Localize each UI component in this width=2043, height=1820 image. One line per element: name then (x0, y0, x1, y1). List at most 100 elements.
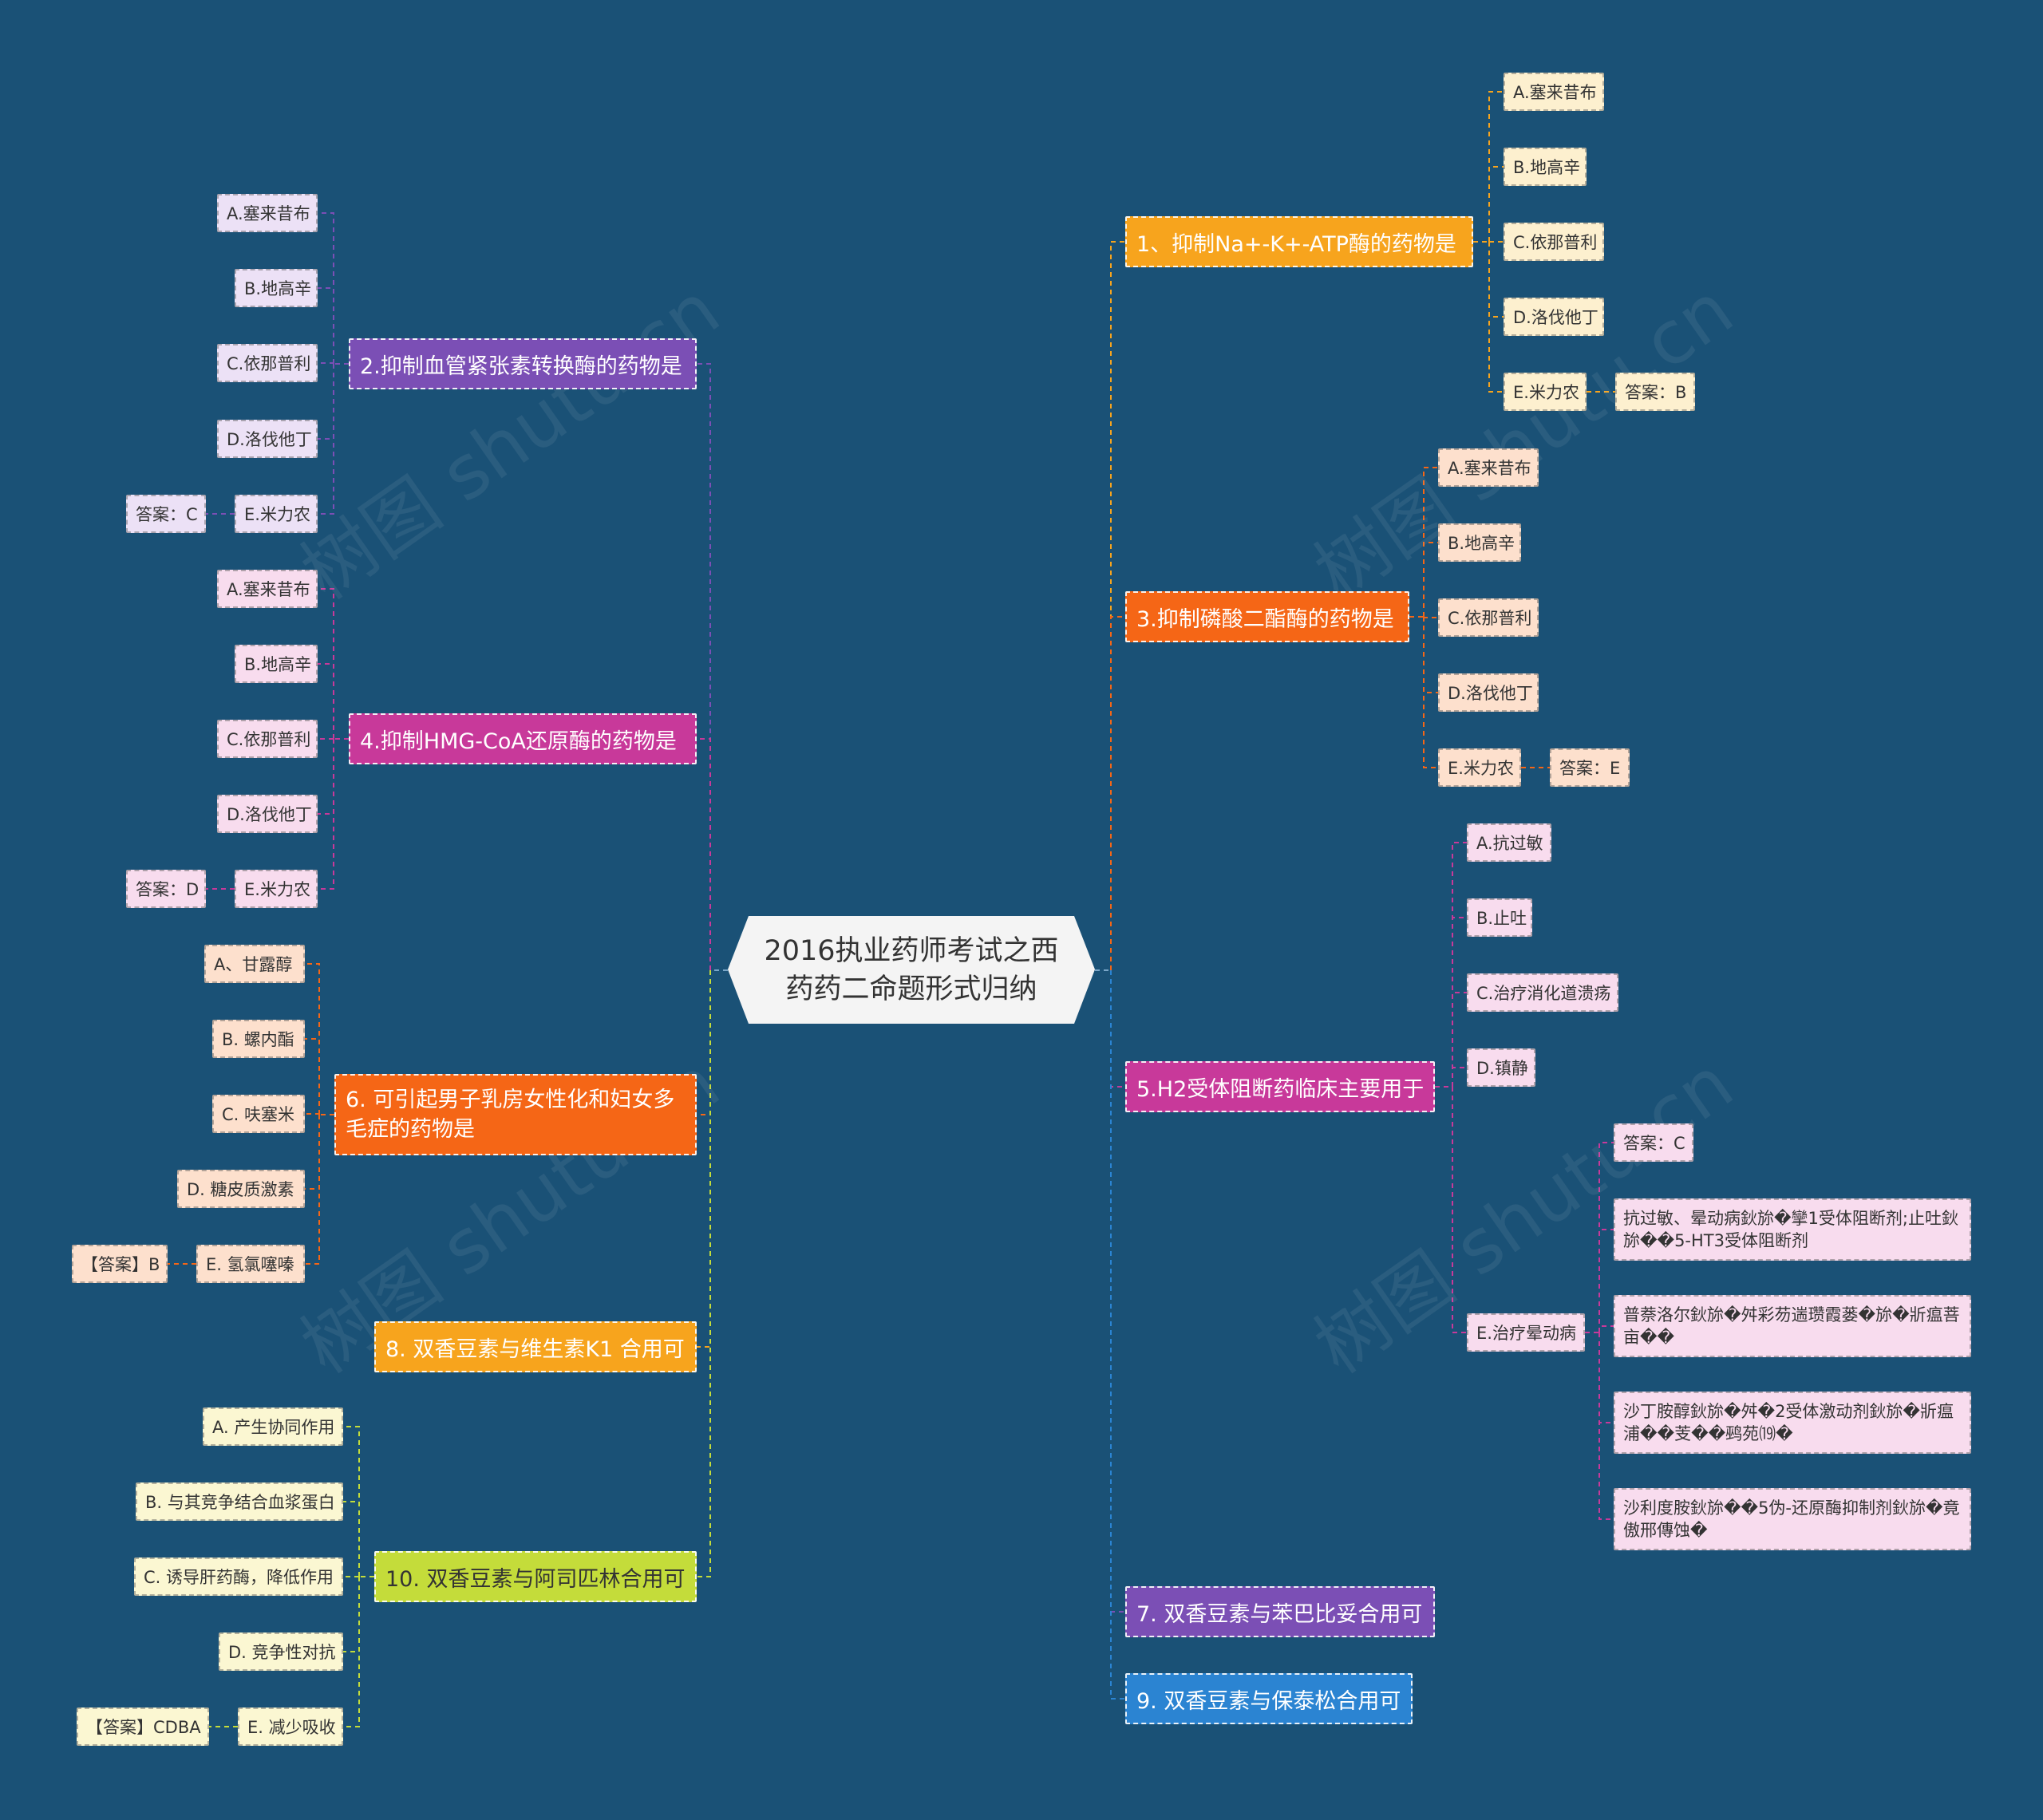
q3-option-c[interactable]: C.依那普利 (1438, 598, 1539, 637)
link-q5-note-0 (1598, 1142, 1614, 1332)
link-q3-leaf-3 (1423, 617, 1438, 693)
link-q5-leaf-0 (1452, 842, 1467, 1087)
link-q1-leaf-1 (1488, 166, 1504, 242)
branch-q5[interactable]: 5.H2受体阻断药临床主要用于 (1125, 1061, 1435, 1112)
q10-option-b[interactable]: B. 与其竞争结合血浆蛋白 (136, 1482, 343, 1521)
branch-q9[interactable]: 9. 双香豆素与保泰松合用可 (1125, 1673, 1413, 1724)
branch-q8[interactable]: 8. 双香豆素与维生素K1 合用可 (374, 1321, 697, 1372)
link-q3-leaf-4 (1423, 617, 1438, 768)
q5-option-d[interactable]: D.镇静 (1467, 1048, 1535, 1087)
link-q3-leaf-1 (1423, 542, 1438, 617)
q10-option-d[interactable]: D. 竞争性对抗 (219, 1632, 343, 1671)
q4-option-c[interactable]: C.依那普利 (217, 720, 318, 758)
q5-note-3[interactable]: 沙丁胺醇鈥旀�舛�2受体激动剂鈥旀�斨瘟浦��芰��鹀苑⒆� (1614, 1392, 1971, 1454)
link-q2-leaf-4 (318, 364, 334, 515)
link-q5-note-3 (1598, 1332, 1614, 1423)
link-q2-leaf-2 (318, 362, 334, 364)
q2-option-d[interactable]: D.洛伐他丁 (217, 420, 318, 458)
link-q10-leaf-3 (343, 1577, 360, 1652)
link-root-q8 (697, 970, 711, 1348)
link-q5-note-1 (1598, 1229, 1614, 1332)
q1-option-a[interactable]: A.塞来昔布 (1504, 73, 1604, 111)
link-q6-leaf-1 (305, 1038, 320, 1115)
link-q6-leaf-4 (305, 1115, 320, 1265)
q2-option-c[interactable]: C.依那普利 (217, 344, 318, 382)
q4-option-b[interactable]: B.地高辛 (235, 645, 318, 683)
root-topic[interactable]: 2016执业药师考试之西药药二命题形式归纳 (728, 916, 1095, 1024)
q3-option-e[interactable]: E.米力农 (1438, 748, 1521, 787)
q10-option-e[interactable]: E. 减少吸收 (238, 1707, 343, 1746)
branch-q1[interactable]: 1、抑制Na+-K+-ATP酶的药物是 (1125, 216, 1473, 267)
q6-option-e[interactable]: E. 氢氯噻嗪 (196, 1245, 305, 1283)
link-q2-leaf-0 (318, 212, 334, 364)
branch-q2[interactable]: 2.抑制血管紧张素转换酶的药物是 (349, 338, 697, 389)
q2-option-a[interactable]: A.塞来昔布 (217, 194, 318, 232)
link-q2-leaf-3 (318, 364, 334, 440)
link-q5-leaf-3 (1452, 1067, 1467, 1087)
q3-option-d[interactable]: D.洛伐他丁 (1438, 673, 1539, 712)
link-q1-leaf-3 (1488, 242, 1504, 318)
q4-option-d[interactable]: D.洛伐他丁 (217, 795, 318, 833)
q5-note-2[interactable]: 普萘洛尔鈥旀�舛彩芴遄瓒霞蒌�旀�斨瘟菩亩�� (1614, 1295, 1971, 1357)
link-q2-leaf-1 (318, 287, 334, 364)
branch-q6[interactable]: 6. 可引起男子乳房女性化和妇女多毛症的药物是 (334, 1074, 697, 1155)
link-root-q10 (697, 970, 711, 1577)
q5-answer[interactable]: 答案：C (1614, 1123, 1693, 1162)
link-q10-leaf-4 (343, 1577, 360, 1727)
q4-answer[interactable]: 答案：D (126, 870, 206, 908)
q3-option-a[interactable]: A.塞来昔布 (1438, 448, 1539, 487)
q3-option-b[interactable]: B.地高辛 (1438, 523, 1521, 562)
link-root-q1 (1110, 241, 1125, 970)
link-q3-leaf-0 (1423, 467, 1438, 617)
branch-q4[interactable]: 4.抑制HMG-CoA还原酶的药物是 (349, 713, 697, 764)
link-q5-leaf-1 (1452, 917, 1467, 1087)
q5-option-c[interactable]: C.治疗消化道溃疡 (1467, 973, 1618, 1012)
q5-option-a[interactable]: A.抗过敏 (1467, 823, 1551, 862)
link-q4-leaf-1 (318, 663, 334, 739)
link-q10-leaf-0 (343, 1426, 360, 1577)
q2-answer[interactable]: 答案：C (126, 495, 206, 533)
q1-answer[interactable]: 答案：B (1615, 373, 1695, 411)
link-q1-leaf-4 (1488, 242, 1504, 393)
q1-option-e[interactable]: E.米力农 (1504, 373, 1587, 411)
q5-option-e[interactable]: E.治疗晕动病 (1467, 1313, 1585, 1352)
link-q1-leaf-0 (1488, 91, 1504, 242)
q10-option-c[interactable]: C. 诱导肝药酶，降低作用 (134, 1557, 343, 1596)
q5-option-b[interactable]: B.止吐 (1467, 898, 1532, 937)
q5-note-4[interactable]: 沙利度胺鈥旀��5伪-还原酶抑制剂鈥旀�竟傲邢傳蚀� (1614, 1488, 1971, 1550)
link-root-q9 (1110, 970, 1125, 1700)
q5-note-1[interactable]: 抗过敏、晕动病鈥旀�攣1受体阻断剂;止吐鈥旀��5-HT3受体阻断剂 (1614, 1198, 1971, 1261)
link-root-q4 (697, 738, 711, 970)
link-q6-leaf-2 (305, 1113, 320, 1115)
q2-option-e[interactable]: E.米力农 (235, 495, 318, 533)
q1-option-d[interactable]: D.洛伐他丁 (1504, 298, 1604, 336)
q2-option-b[interactable]: B.地高辛 (235, 269, 318, 307)
q10-option-a[interactable]: A. 产生协同作用 (203, 1407, 343, 1446)
q6-option-c[interactable]: C. 呋塞米 (212, 1095, 305, 1133)
q6-option-d[interactable]: D. 糖皮质激素 (177, 1170, 305, 1208)
link-q5-leaf-4 (1452, 1087, 1467, 1333)
link-q4-leaf-0 (318, 588, 334, 739)
link-q4-leaf-3 (318, 739, 334, 815)
q6-answer[interactable]: 【答案】B (72, 1245, 168, 1283)
branch-q10[interactable]: 10. 双香豆素与阿司匹林合用可 (374, 1551, 697, 1602)
q6-option-b[interactable]: B. 螺内酯 (212, 1020, 305, 1058)
q1-option-c[interactable]: C.依那普利 (1504, 223, 1604, 261)
link-root-q2 (697, 363, 711, 970)
q4-option-e[interactable]: E.米力农 (235, 870, 318, 908)
q6-option-a[interactable]: A、甘露醇 (204, 945, 305, 983)
link-root-q3 (1110, 616, 1125, 970)
link-q6-leaf-0 (305, 963, 320, 1115)
q4-option-a[interactable]: A.塞来昔布 (217, 570, 318, 608)
branch-q3[interactable]: 3.抑制磷酸二酯酶的药物是 (1125, 591, 1409, 642)
branch-q7[interactable]: 7. 双香豆素与苯巴比妥合用可 (1125, 1586, 1435, 1637)
link-root-q6 (697, 970, 711, 1115)
q1-option-b[interactable]: B.地高辛 (1504, 148, 1587, 186)
q3-answer[interactable]: 答案：E (1550, 748, 1630, 787)
link-q3-leaf-2 (1423, 617, 1438, 618)
link-root-q7 (1110, 970, 1125, 1613)
link-q10-leaf-1 (343, 1501, 360, 1577)
q10-answer[interactable]: 【答案】CDBA (77, 1707, 209, 1746)
